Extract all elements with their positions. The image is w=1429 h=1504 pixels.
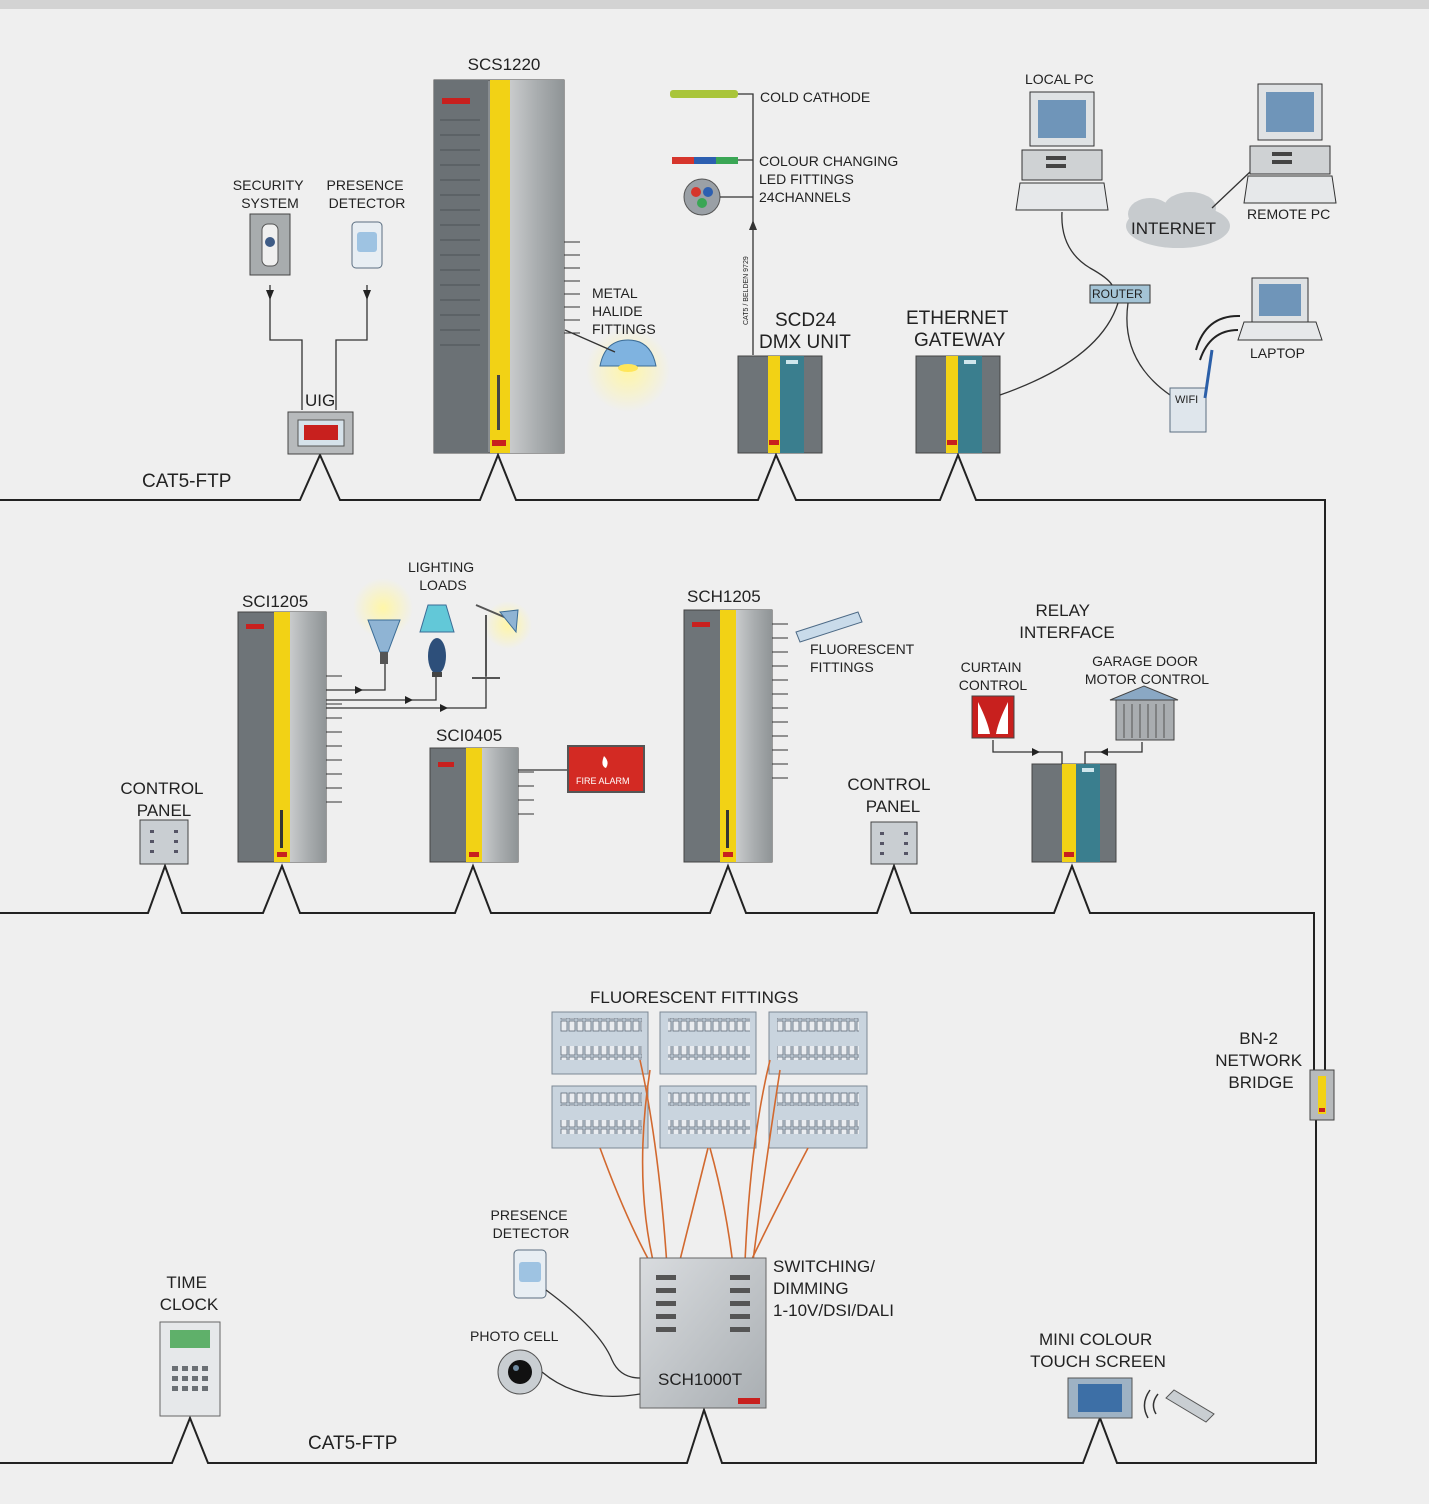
security-wires: [269, 285, 368, 410]
fluorescent-fittings-mid-label: FLUORESCENT FITTINGS: [810, 641, 918, 675]
internet-cloud-icon: [1126, 192, 1230, 248]
garage-door-label: GARAGE DOOR MOTOR CONTROL: [1085, 653, 1209, 687]
sch1000t-label: SCH1000T: [658, 1370, 742, 1389]
laptop-icon: [1237, 277, 1323, 341]
internet-label: INTERNET: [1131, 219, 1216, 238]
fluorescent-tube-icon: [795, 611, 863, 643]
local-pc-icon: [1015, 91, 1109, 211]
fluorescent-panel: [551, 1085, 649, 1149]
curtain-control-label: CURTAIN CONTROL: [959, 659, 1028, 693]
floor-lamp-icon: [472, 601, 532, 679]
presence-detector-top-icon: [351, 221, 383, 269]
sci0405-module: [429, 747, 534, 863]
presence-detector-top-label: PRESENCE DETECTOR: [327, 177, 408, 211]
presence-detector-wire: [545, 1289, 641, 1379]
lighting-load-wires: [326, 660, 487, 709]
bus-line-bottom: [0, 1120, 1317, 1464]
cold-cathode-icon: [670, 90, 738, 98]
fluorescent-panel: [659, 1011, 757, 1075]
cat5-top-label: CAT5-FTP: [142, 471, 231, 492]
switching-label: SWITCHING/ DIMMING 1-10V/DSI/DALI: [773, 1257, 894, 1320]
wifi-access-point-icon: [1169, 314, 1241, 433]
top-strip: [0, 0, 1429, 9]
presence-detector-bottom-icon: [513, 1249, 547, 1299]
led-fitting-icon: [683, 178, 721, 216]
bus-line-middle: [0, 863, 1315, 1070]
scd24-module: [737, 355, 823, 454]
router-label: ROUTER: [1092, 287, 1143, 301]
sci0405-label: SCI0405: [436, 726, 502, 745]
sci1205-label: SCI1205: [242, 592, 308, 611]
sch1205-label: SCH1205: [687, 587, 761, 606]
security-system-label: SECURITY SYSTEM: [233, 177, 307, 211]
garage-door-icon: [1109, 685, 1179, 741]
photo-cell-label: PHOTO CELL: [470, 1328, 559, 1344]
dmx-feed-line: [720, 93, 754, 355]
dmx-arrow: [749, 220, 757, 230]
wifi-label: WIFI: [1175, 394, 1198, 406]
relay-output-wires: [992, 740, 1143, 764]
scs1220-label: SCS1220: [468, 55, 541, 74]
security-system-icon: [249, 213, 291, 276]
sci1205-module: [237, 611, 342, 863]
router-icon: [1089, 284, 1151, 304]
uig-module: [287, 411, 354, 455]
remote-control-icon: [1143, 1389, 1215, 1423]
uig-label: UIG: [305, 391, 335, 410]
remote-pc-label: REMOTE PC: [1247, 206, 1330, 222]
metal-halide-label: METAL HALIDE FITTINGS: [592, 285, 656, 337]
security-arrows: [266, 290, 371, 300]
fire-alarm-label: FIRE ALARM: [576, 776, 630, 786]
cable-spec-label: CAT5 / BELDEN 9729: [743, 256, 750, 325]
touch-screen-icon: [1067, 1377, 1133, 1419]
fluorescent-panel: [659, 1085, 757, 1149]
control-panel-left-label: CONTROL PANEL: [120, 779, 207, 820]
fluorescent-panel: [768, 1011, 868, 1075]
control-panel-right-icon: [870, 821, 918, 865]
presence-detector-bottom-label: PRESENCE DETECTOR: [491, 1207, 572, 1241]
fluorescent-panel: [551, 1011, 649, 1075]
lighting-loads-label: LIGHTING LOADS: [408, 559, 478, 593]
sch1000t-module: [639, 1257, 767, 1409]
mini-touch-label: MINI COLOUR TOUCH SCREEN: [1030, 1330, 1166, 1371]
scd24-label: SCD24 DMX UNIT: [759, 310, 851, 353]
fluorescent-panels: [551, 1011, 868, 1149]
spotlight-icon: [353, 578, 413, 664]
control-panel-left-icon: [139, 819, 189, 865]
laptop-label: LAPTOP: [1250, 345, 1305, 361]
router-links: [999, 211, 1171, 396]
photo-cell-wire: [541, 1371, 641, 1397]
remote-pc-icon: [1243, 83, 1337, 204]
bn2-label: BN-2 NETWORK BRIDGE: [1215, 1029, 1307, 1092]
time-clock-label: TIME CLOCK: [160, 1273, 219, 1314]
bn2-network-bridge-icon: [1309, 1069, 1335, 1121]
photo-cell-icon: [497, 1349, 543, 1395]
local-pc-label: LOCAL PC: [1025, 71, 1094, 87]
ethernet-gateway-module: [915, 355, 1001, 454]
ethernet-gateway-label: ETHERNET GATEWAY: [906, 308, 1013, 351]
curtain-control-icon: [971, 695, 1015, 739]
sch1205-module: [683, 609, 788, 863]
metal-halide-fitting-icon: [564, 328, 670, 412]
internet-link: [1211, 171, 1251, 209]
fluorescent-fittings-bottom-label: FLUORESCENT FITTINGS: [590, 988, 798, 1007]
relay-interface-label: RELAY INTERFACE: [1019, 601, 1114, 642]
bus-line-top: [0, 452, 1326, 1070]
fluorescent-panel: [768, 1085, 868, 1149]
control-panel-right-label: CONTROL PANEL: [847, 775, 934, 816]
table-lamp-icon: [419, 604, 455, 677]
cat5-bottom-label: CAT5-FTP: [308, 1433, 397, 1454]
scs1220-module: [433, 79, 580, 454]
led-strip-icon: [672, 157, 738, 164]
colour-changing-label: COLOUR CHANGING LED FITTINGS 24CHANNELS: [759, 153, 902, 205]
cold-cathode-label: COLD CATHODE: [760, 89, 870, 105]
time-clock-icon: [159, 1321, 221, 1417]
relay-interface-module: [1031, 763, 1117, 863]
fire-alarm-icon: [567, 745, 645, 793]
